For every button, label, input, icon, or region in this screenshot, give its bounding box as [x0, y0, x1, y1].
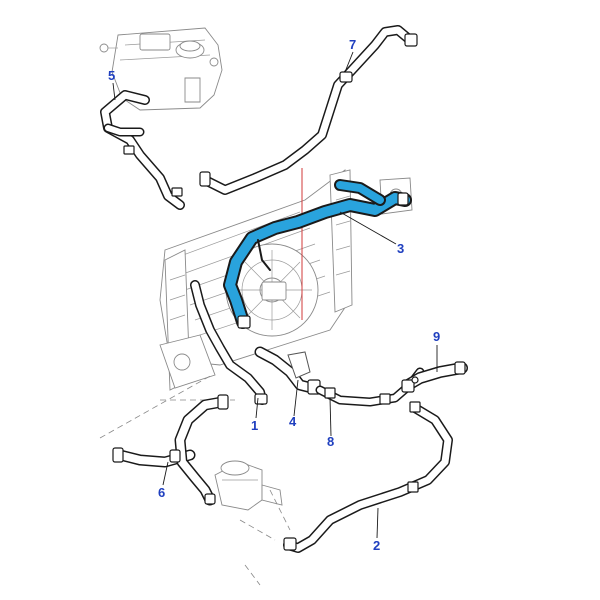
hose-3-highlighted[interactable]: [223, 179, 412, 329]
hose-4[interactable]: [254, 346, 321, 395]
hose-7[interactable]: [199, 25, 418, 195]
callout-3[interactable]: 3: [397, 241, 404, 256]
callout-1[interactable]: 1: [251, 418, 258, 433]
callout-2[interactable]: 2: [373, 538, 380, 553]
leader-lines: [112, 51, 438, 539]
callout-9[interactable]: 9: [433, 329, 440, 344]
expansion-tank: [99, 27, 223, 111]
pipe-9[interactable]: [401, 361, 468, 393]
callouts: 5 7 3 9 1 4 8 6 2: [108, 37, 440, 553]
hose-5[interactable]: [100, 90, 185, 210]
callout-8[interactable]: 8: [327, 434, 334, 449]
lower-pump-housing: [214, 460, 283, 511]
hose-6[interactable]: [112, 394, 229, 506]
callout-6[interactable]: 6: [158, 485, 165, 500]
callout-5[interactable]: 5: [108, 68, 115, 83]
hose-2[interactable]: [283, 401, 453, 553]
callout-7[interactable]: 7: [349, 37, 356, 52]
callout-4[interactable]: 4: [289, 414, 297, 429]
